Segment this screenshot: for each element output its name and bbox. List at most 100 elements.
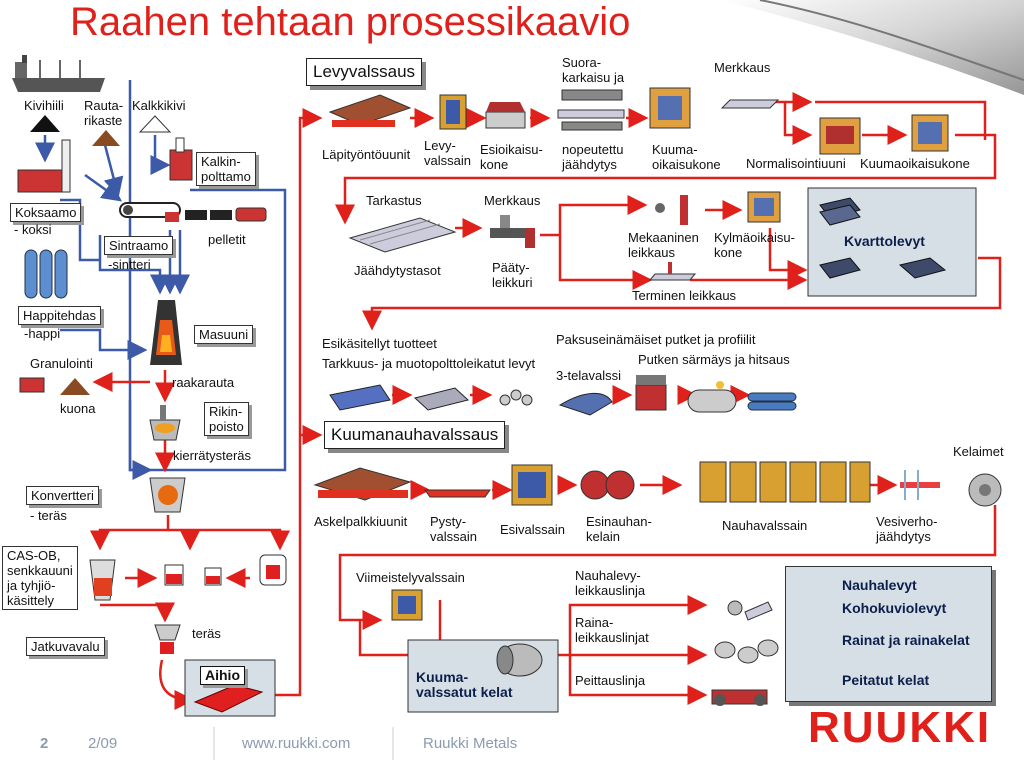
label-tarkkuus: Tarkkuus- ja muotopolttoleikatut levyt <box>322 356 536 371</box>
box-sintraamo: Sintraamo <box>104 236 174 255</box>
label-peittaus: Peittauslinja <box>575 673 646 688</box>
coal-pile-icon <box>30 115 60 132</box>
footer-url[interactable]: www.ruukki.com <box>242 735 351 752</box>
box-konvertteri: Konvertteri <box>26 486 99 505</box>
plate-stack-icon <box>819 197 947 279</box>
page-title: Raahen tehtaan prosessikaavio <box>70 0 631 44</box>
label-nauhavalssain: Nauhavalssain <box>722 518 808 533</box>
cut-to-length-icon <box>727 600 773 621</box>
label-merkkaus-1: Merkkaus <box>714 60 771 75</box>
three-roll-icon <box>558 392 613 416</box>
label-viimeistelyvalssain: Viimeistelyvalssain <box>356 570 465 585</box>
label-esivalssain: Esivalssain <box>500 522 566 537</box>
label-kuumaoikaisukone-1: Kuuma- oikaisukone <box>652 142 721 172</box>
label-granulointi: Granulointi <box>30 356 93 371</box>
label-lapityontouunit: Läpityöntöuunit <box>322 147 411 162</box>
label-putken: Putken särmäys ja hitsaus <box>638 352 790 367</box>
coilbox-icon <box>580 470 635 500</box>
label-pelletit: pelletit <box>208 232 246 247</box>
label-levyvalssain: Levy- valssain <box>424 138 471 168</box>
converter-icon <box>149 477 186 513</box>
cut-parts-icon <box>413 387 470 411</box>
water-curtain-icon <box>900 470 940 500</box>
granulated-slag-icon <box>19 377 45 393</box>
legend-rainat: Rainat ja rainakelat <box>842 632 970 648</box>
coking-plant-icon <box>17 139 71 193</box>
slag-pile-icon <box>60 378 90 395</box>
end-shear-icon <box>490 215 535 248</box>
label-askelpalkkiuunit: Askelpalkkiuunit <box>314 514 408 529</box>
label-nauhalevy: Nauhalevy- leikkauslinja <box>575 568 646 598</box>
legend-kohokuviolevyt: Kohokuviolevyt <box>842 600 947 616</box>
label-tarkastus: Tarkastus <box>366 193 422 208</box>
finishing-mill-icon <box>391 589 423 621</box>
label-kelaimet: Kelaimet <box>953 444 1004 459</box>
pretreated-plate-icon <box>329 384 391 411</box>
footer-company: Ruukki Metals <box>423 735 518 752</box>
marking-plate-icon <box>720 99 780 109</box>
blast-furnace-icon <box>150 300 182 365</box>
label-suorakarkaisu: Suora- karkaisu ja <box>562 55 625 85</box>
continuous-casting-icon <box>154 624 181 654</box>
ladle-treatment-icons <box>89 554 287 601</box>
edger-icon <box>424 489 491 498</box>
leveller-icon <box>485 102 526 129</box>
label-nopeutettu: nopeutettu jäähdytys <box>562 142 624 172</box>
label-kierratysteras: kierrätysteräs <box>173 448 252 463</box>
label-teras-2: teräs <box>192 626 221 641</box>
ship-icon <box>12 55 105 92</box>
ruukki-logo: RUUKKI <box>808 703 992 752</box>
label-sintteri: -sintteri <box>108 257 151 272</box>
label-paksuseinamaiset: Paksuseinämäiset putket ja profiilit <box>556 332 756 347</box>
legend-nauhalevyt: Nauhalevyt <box>842 577 917 593</box>
roughing-mill-icon <box>511 464 553 506</box>
label-raakarauta: raakarauta <box>172 375 235 390</box>
label-kuona: kuona <box>60 401 96 416</box>
walking-beam-furnace-icon <box>313 467 412 501</box>
cold-leveller-icon <box>747 191 781 223</box>
oxygen-tanks-icon <box>24 249 68 299</box>
cooling-bed-icon <box>348 217 457 253</box>
box-happitehdas: Happitehdas <box>18 306 101 325</box>
raw-material-flows <box>35 80 287 480</box>
page-number: 2 <box>40 735 49 752</box>
box-aihio: Aihio <box>200 666 245 685</box>
label-vesiverho: Vesiverho- jäähdytys <box>876 514 938 544</box>
label-kuumavalssatut: Kuuma- valssatut kelat <box>416 669 513 700</box>
label-kuumaoikaisukone-2: Kuumaoikaisukone <box>860 156 970 171</box>
slitting-line-icon <box>714 639 779 664</box>
product-legend <box>785 566 992 702</box>
label-kivihiili: Kivihiili <box>24 98 64 113</box>
box-koksaamo: Koksaamo <box>10 203 82 222</box>
heading-kuumanauhavalssaus: Kuumanauhavalssaus <box>324 421 506 449</box>
label-paatyleikkuri: Pääty- leikkuri <box>492 260 533 290</box>
limestone-pile-icon <box>138 115 172 133</box>
box-rikinpoisto: Rikin- poisto <box>204 402 249 436</box>
label-esinauhankelain: Esinauhan- kelain <box>586 514 652 544</box>
label-normalisointiuuni: Normalisointiuuni <box>746 156 846 171</box>
label-kylmaoikaisukone: Kylmäoikaisu- kone <box>714 230 795 260</box>
label-koksi: - koksi <box>14 222 52 237</box>
label-telavalssi: 3-telavalssi <box>556 368 622 383</box>
hot-leveller-2-icon <box>911 114 949 152</box>
label-rautarikaste: Rauta- rikaste <box>84 98 124 128</box>
pipe-welding-icon <box>687 381 737 413</box>
hot-leveller-icon <box>649 87 691 129</box>
label-mekaaninen: Mekaaninen leikkaus <box>628 230 699 260</box>
pickling-line-icon <box>711 689 768 706</box>
label-pystyvalssain: Pysty- valssain <box>430 514 477 544</box>
label-esikasitellyt: Esikäsitellyt tuotteet <box>322 336 437 351</box>
coiler-icon <box>968 473 1002 507</box>
label-jaahdytystasot: Jäähdytystasot <box>354 263 441 278</box>
metal-swoosh <box>720 0 1024 95</box>
footer-date: 2/09 <box>88 735 118 752</box>
label-happi: -happi <box>24 326 61 341</box>
label-teras-1: - teräs <box>30 508 67 523</box>
heading-levyvalssaus: Levyvalssaus <box>306 58 423 86</box>
box-jatkuvavalu: Jatkuvavalu <box>26 637 105 656</box>
label-terminen: Terminen leikkaus <box>632 288 737 303</box>
hot-coil-icon <box>496 643 543 677</box>
box-kalkinpolttamo: Kalkin- polttamo <box>196 152 256 186</box>
